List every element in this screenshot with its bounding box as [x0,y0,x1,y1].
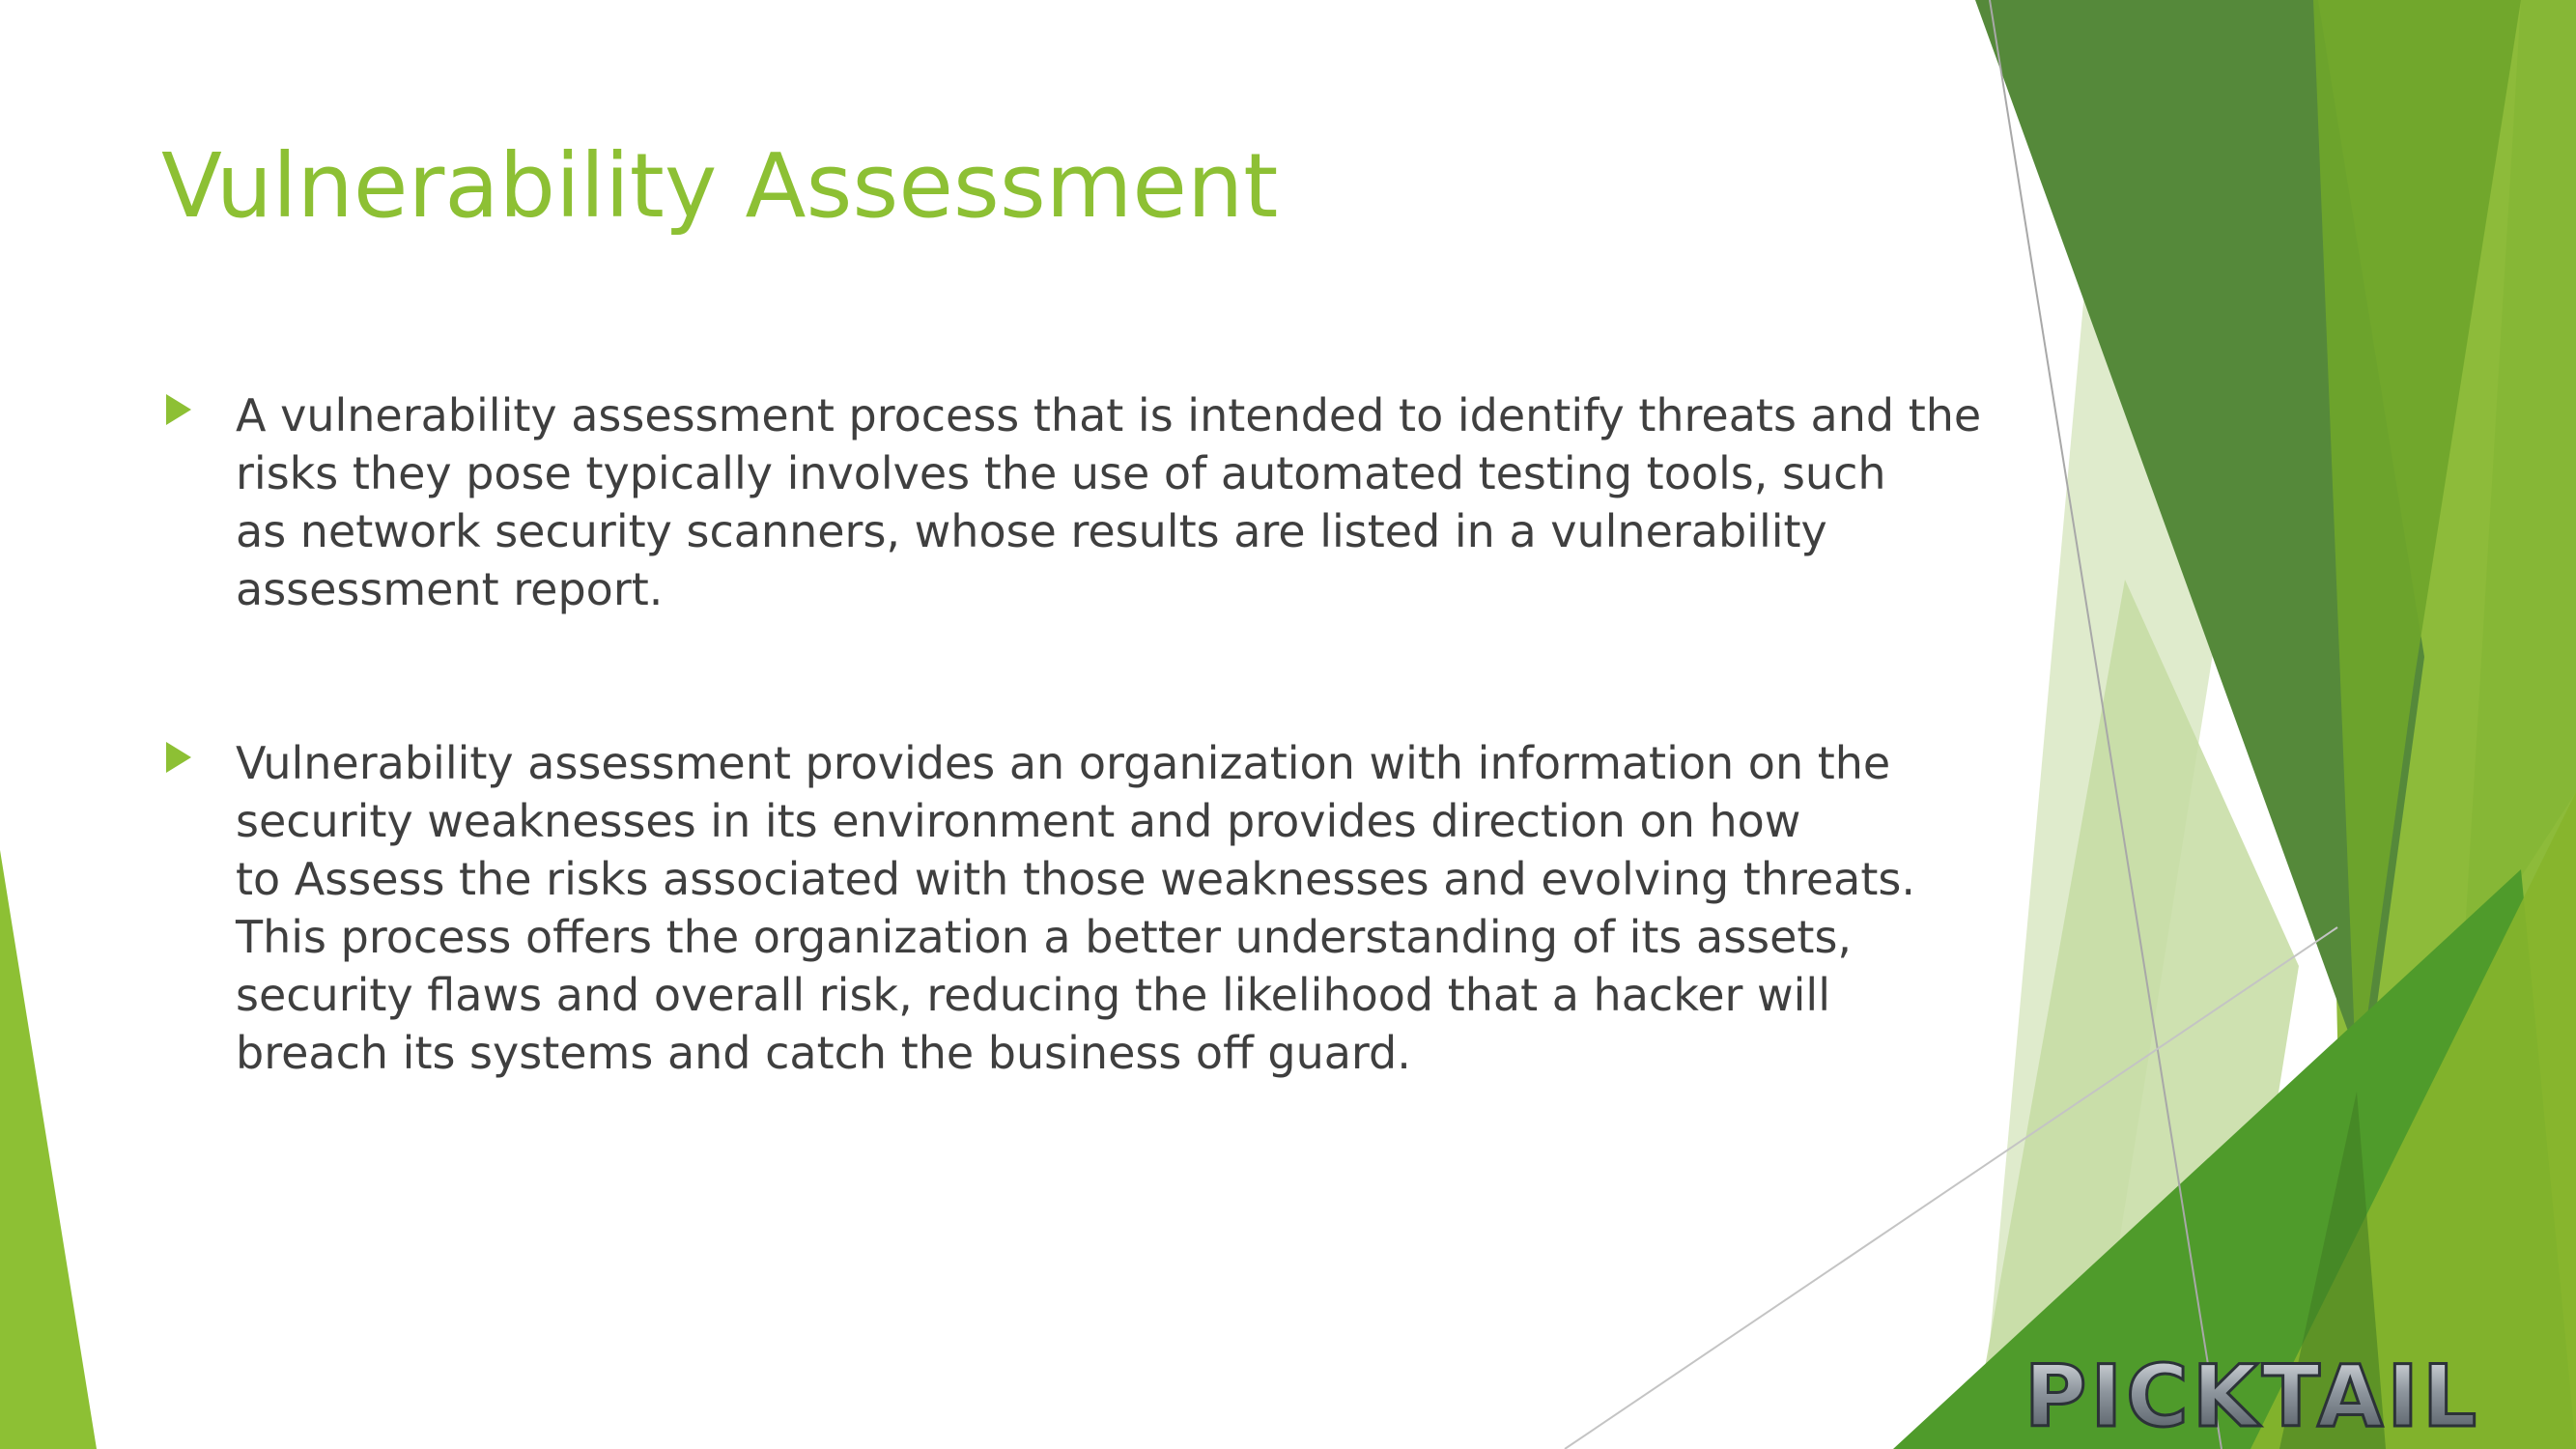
bullet-text-line: breach its systems and catch the busines… [236,1027,1411,1079]
bullet-text-line: security flaws and overall risk, reducin… [236,969,1830,1021]
bottom-dark-accent [2279,1092,2386,1449]
bullet-text-line: to Assess the risks associated with thos… [236,853,1915,905]
bullet-text-line: This process offers the organization a b… [236,911,1853,963]
mid-green-shard [2313,0,2521,1092]
bullet-text-line: Vulnerability assessment provides an org… [236,737,1891,789]
picktail-logo: PICKTAIL [2023,1350,2480,1443]
bullet-text-line: risks they pose typically involves the u… [236,447,1886,499]
logo-text: PICKTAIL [2024,1350,2480,1443]
bullet-text-line: security weaknesses in its environment a… [236,795,1801,847]
bullet-list: A vulnerability assessment process that … [166,386,1982,1198]
slide-title: Vulnerability Assessment [161,134,1279,238]
bright-green-strip [2463,0,2576,966]
bullet-text-line: as network security scanners, whose resu… [236,505,1827,557]
thin-diagonal-line [1564,926,2338,1449]
dark-green-shard [1975,0,2424,1082]
right-triangle-bullet-icon [166,394,191,425]
bullet-item: Vulnerability assessment provides an org… [166,734,1963,1082]
right-triangle-bullet-icon [166,742,191,773]
left-green-sliver [0,850,97,1449]
bullet-text-line: assessment report. [236,563,664,615]
bullet-item: A vulnerability assessment process that … [166,386,1982,618]
bullet-text-line: A vulnerability assessment process that … [236,389,1982,441]
thin-diagonal-line [1989,0,2222,1449]
